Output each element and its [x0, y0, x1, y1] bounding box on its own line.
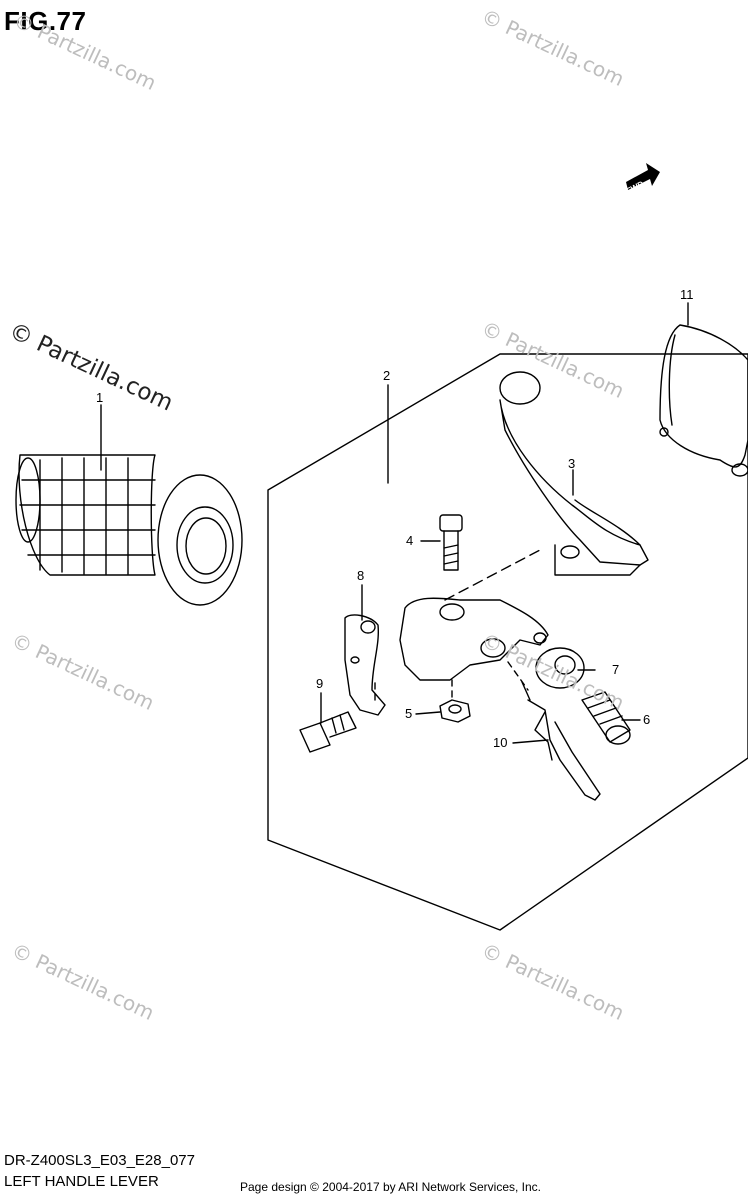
- callout-6: 6: [643, 712, 651, 727]
- perch-clamp: [344, 614, 386, 716]
- lever-cover: [659, 324, 748, 477]
- clutch-cable: [521, 681, 601, 801]
- model-code: DR-Z400SL3_E03_E28_077: [4, 1152, 195, 1169]
- clutch-lever: [499, 371, 649, 576]
- kit-outline: [267, 353, 748, 931]
- callout-11: 11: [680, 287, 694, 302]
- clamp-bolt: [299, 711, 357, 753]
- callout-10: 10: [493, 735, 508, 750]
- fwd-arrow: [626, 163, 660, 190]
- pivot-bolt: [439, 514, 463, 571]
- page-credit: Page design © 2004-2017 by ARI Network S…: [240, 1180, 542, 1194]
- locknut: [535, 647, 585, 689]
- figure-title: FIG.77: [4, 6, 87, 36]
- callout-7: 7: [612, 662, 620, 677]
- callout-4: 4: [406, 533, 414, 548]
- cable-adjuster: [581, 691, 631, 745]
- callout-1: 1: [96, 390, 104, 405]
- lever-perch: [399, 597, 549, 681]
- callout-3: 3: [568, 456, 576, 471]
- callout-2: 2: [383, 368, 391, 383]
- nut: [439, 699, 471, 723]
- grip: [15, 454, 243, 606]
- callout-9: 9: [316, 676, 324, 691]
- callout-5: 5: [405, 706, 413, 721]
- diagram-name: LEFT HANDLE LEVER: [4, 1173, 159, 1190]
- callout-8: 8: [357, 568, 365, 583]
